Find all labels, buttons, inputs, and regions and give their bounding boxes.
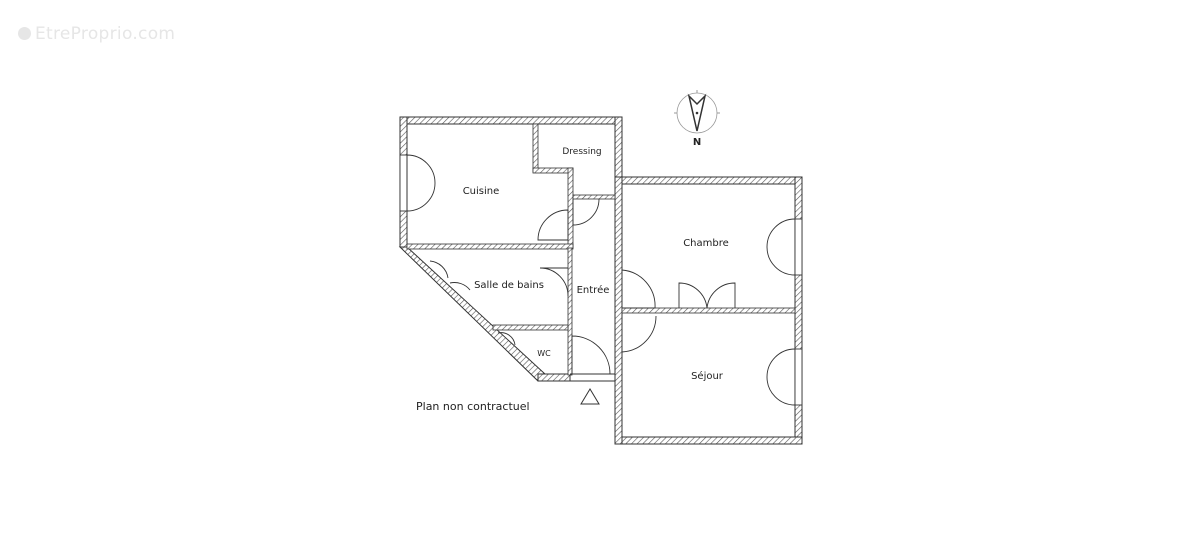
entrance-marker-icon bbox=[580, 388, 600, 405]
room-label-entree: Entrée bbox=[577, 284, 610, 296]
exterior-walls bbox=[398, 116, 803, 445]
room-label-salle-de-bains: Salle de bains bbox=[474, 280, 544, 291]
room-label-chambre: Chambre bbox=[683, 238, 729, 249]
room-label-dressing: Dressing bbox=[562, 147, 601, 157]
interior-walls bbox=[406, 123, 796, 376]
doors bbox=[399, 154, 803, 406]
watermark-text: EtreProprio.com bbox=[35, 24, 176, 44]
watermark-logo-icon bbox=[18, 27, 31, 40]
compass-north-label: N bbox=[693, 137, 701, 148]
compass-icon: N bbox=[674, 90, 720, 148]
watermark: EtreProprio.com bbox=[18, 24, 175, 44]
entrance-threshold bbox=[570, 373, 615, 382]
room-label-cuisine: Cuisine bbox=[463, 186, 500, 197]
disclaimer-text: Plan non contractuel bbox=[416, 400, 530, 413]
room-label-sejour: Séjour bbox=[691, 370, 724, 382]
room-label-wc: WC bbox=[537, 349, 551, 358]
room-labels: Cuisine Dressing Salle de bains Entrée W… bbox=[463, 147, 729, 382]
